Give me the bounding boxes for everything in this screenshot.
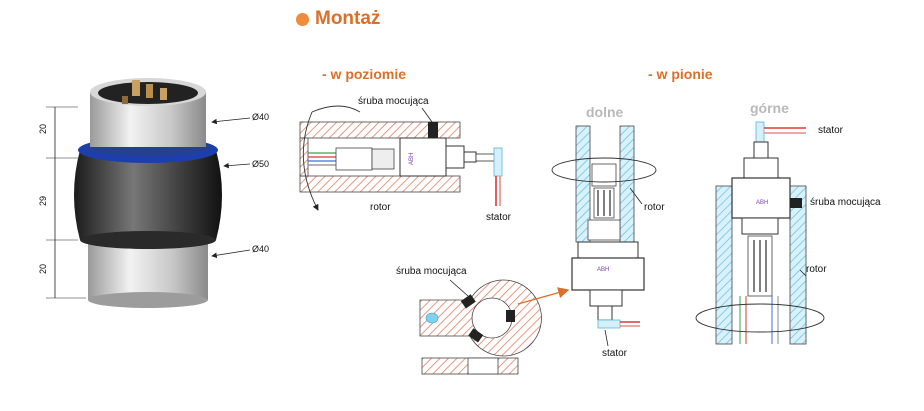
product-drawing (46, 78, 251, 308)
clamp-screw-label: śruba mocująca (396, 266, 467, 277)
vertical-bottom-label: dolne (586, 104, 624, 120)
dim-middle-height: 29 (38, 195, 49, 207)
svg-text:ABH: ABH (409, 153, 415, 165)
title-row: Montaż (296, 8, 380, 30)
dim-top-diameter: Ø40 (252, 112, 270, 122)
vertical-top-drawing: ABH (695, 121, 825, 345)
dim-top-height: 20 (38, 123, 49, 135)
horizontal-heading: - w poziomie (322, 66, 406, 82)
dim-boot-diameter: Ø50 (252, 159, 270, 169)
svg-text:ABH: ABH (756, 200, 768, 206)
vertical-heading: - w pionie (648, 66, 713, 82)
dim-bottom-diameter: Ø40 (252, 244, 270, 254)
horizontal-stator-label: stator (486, 212, 512, 223)
horizontal-mounting-drawing: ABH (299, 105, 503, 211)
horizontal-screw-label: śruba mocująca (358, 96, 429, 107)
bullet-dot-icon (296, 12, 309, 26)
svg-text:ABH: ABH (597, 267, 609, 273)
vertical-top-screw-label: śruba mocująca (810, 197, 881, 208)
vertical-bottom-rotor-label: rotor (644, 202, 665, 213)
horizontal-rotor-label: rotor (370, 202, 391, 213)
clamp-detail-drawing (419, 279, 570, 375)
vertical-top-stator-label: stator (818, 125, 844, 136)
vertical-top-label: górne (750, 100, 789, 116)
vertical-bottom-drawing: ABH (551, 125, 657, 347)
vertical-top-rotor-label: rotor (806, 264, 827, 275)
dim-bottom-height: 20 (38, 263, 49, 275)
page-title: Montaż (315, 8, 381, 29)
vertical-bottom-stator-label: stator (602, 348, 628, 359)
